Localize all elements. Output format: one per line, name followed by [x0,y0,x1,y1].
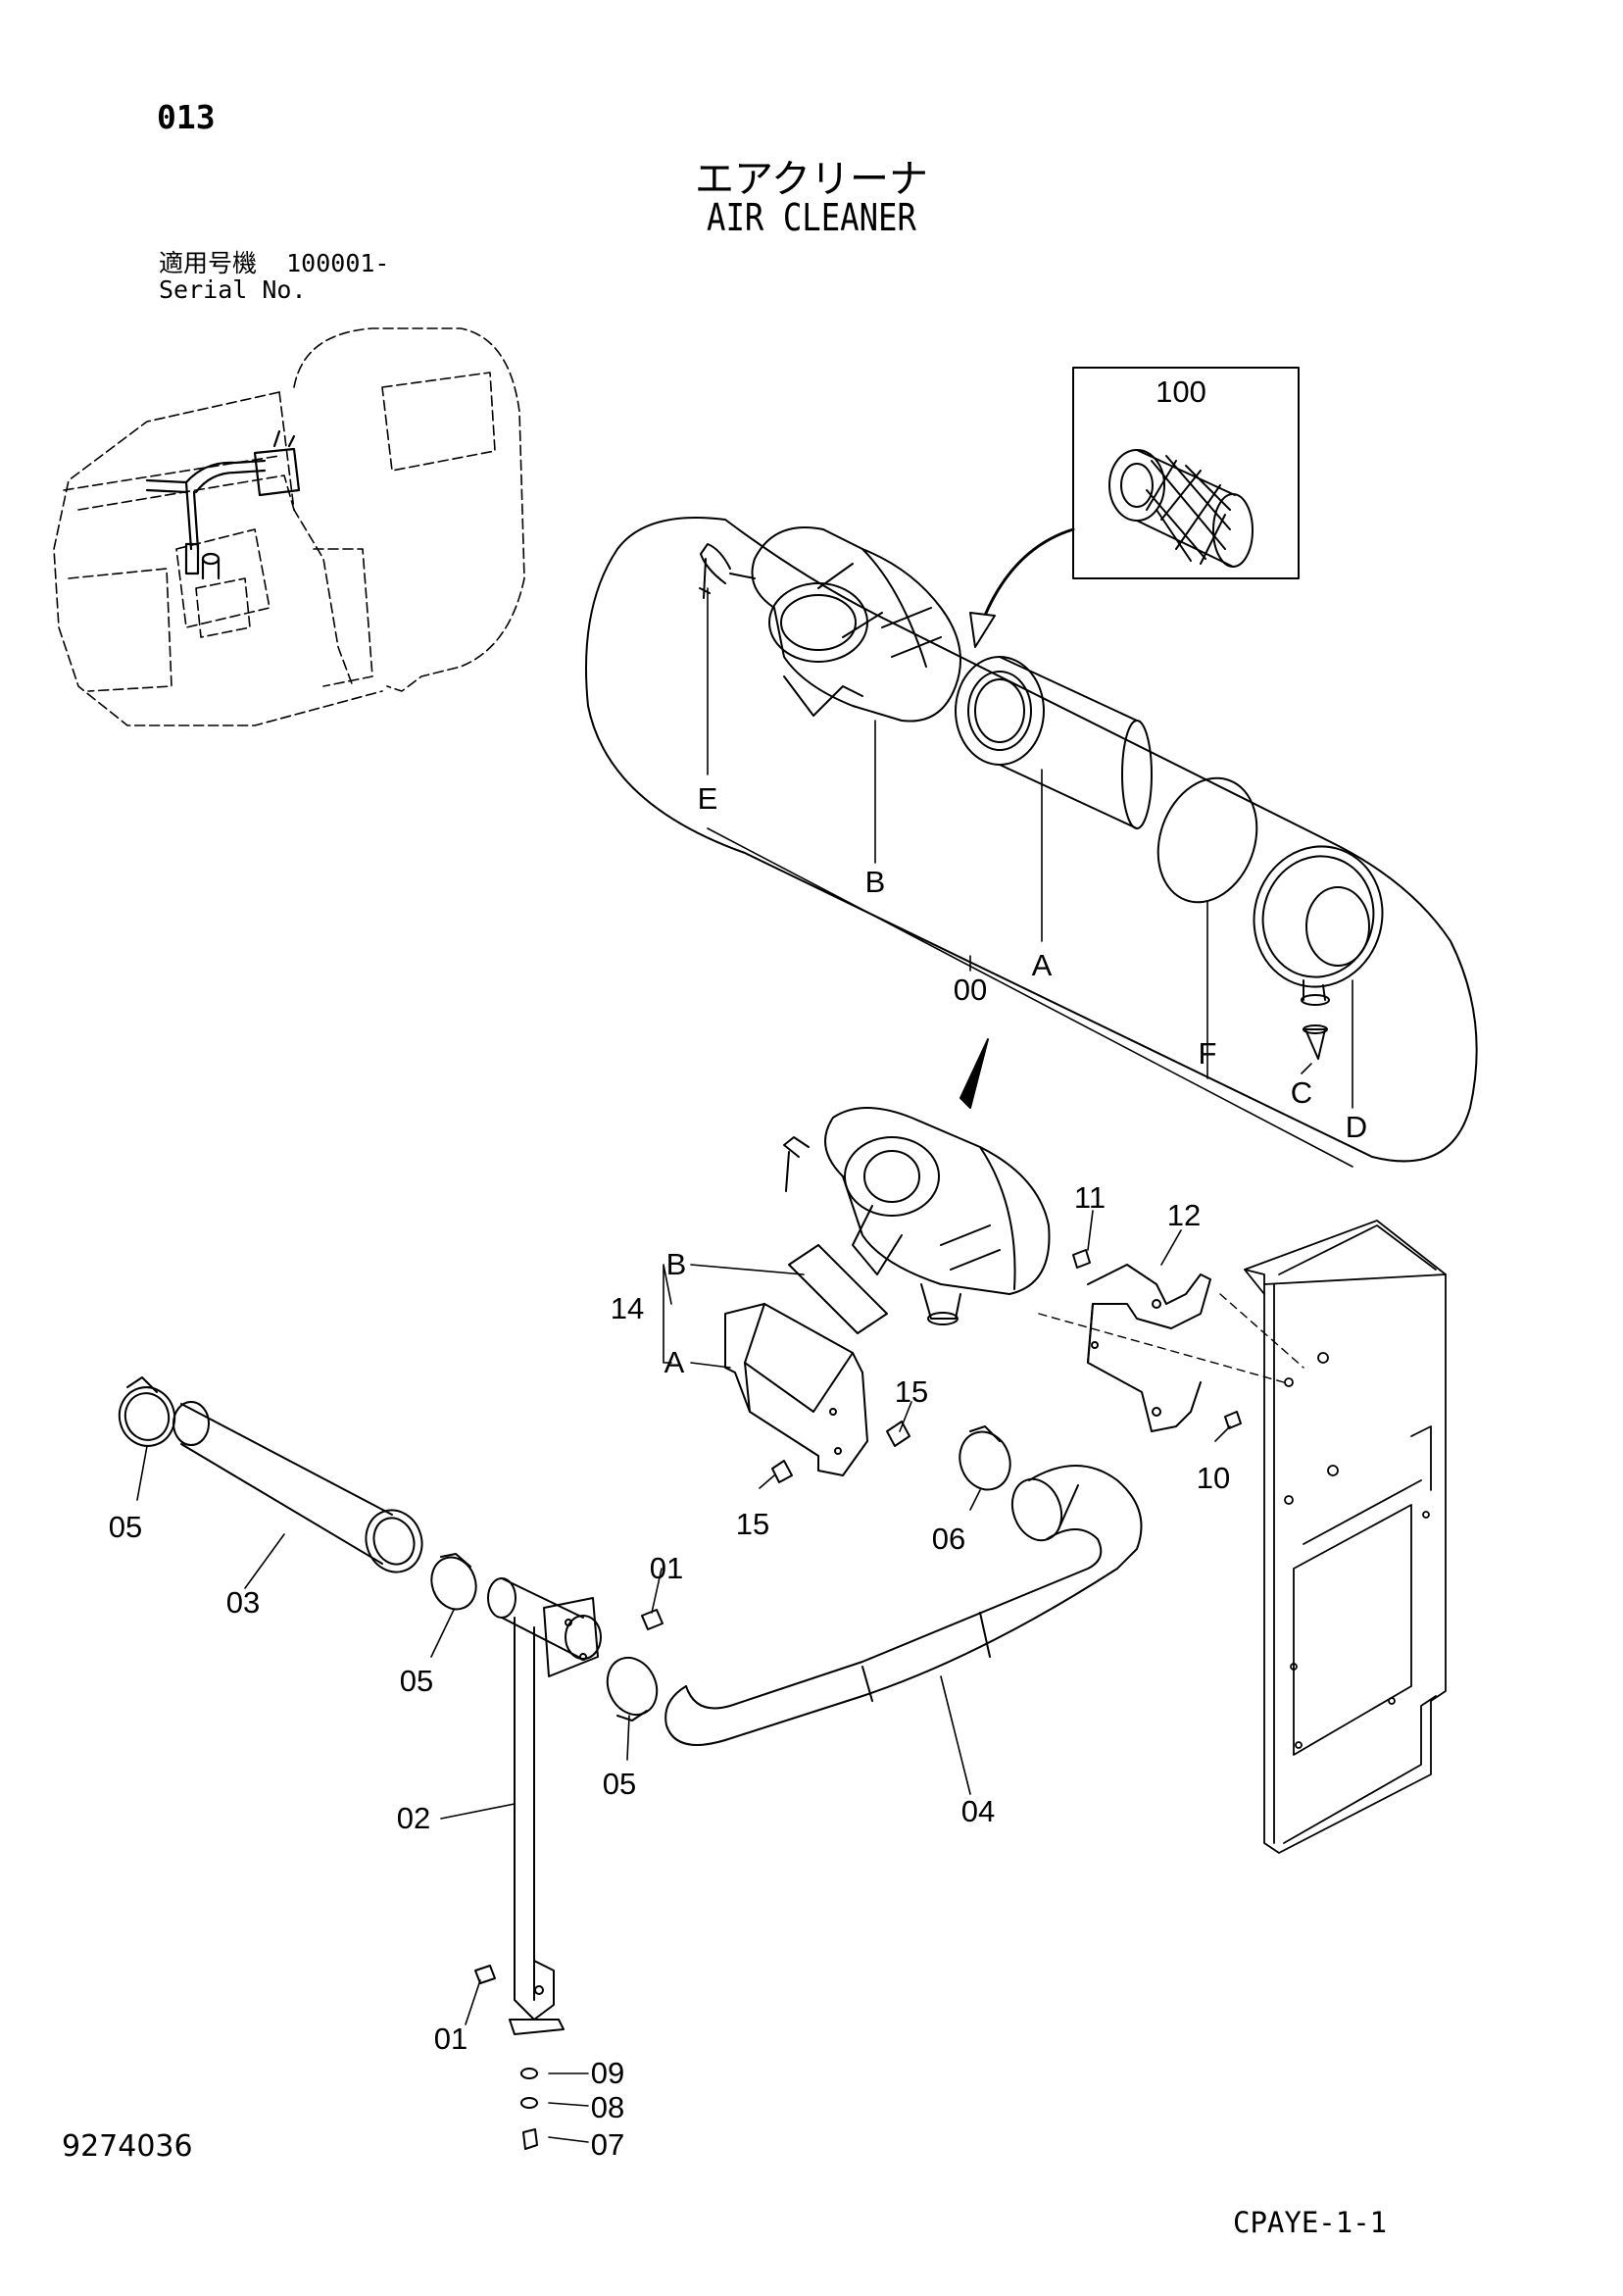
bolt-07 [522,2128,538,2150]
air-cleaner-body-b [699,526,961,723]
label-d: D [1346,1110,1367,1144]
bracket-14 [724,1244,888,1476]
label-12: 12 [1167,1198,1201,1232]
serial-label-ja: 適用号機 [159,249,258,277]
hose-clamp-05-top [118,1376,176,1447]
mounting-center-lines [1038,1293,1304,1383]
washer-09 [520,2068,538,2079]
label-15-lower: 15 [736,1507,769,1541]
hose-04 [664,1465,1143,1746]
bolt-11 [1072,1249,1091,1269]
label-03: 03 [226,1585,260,1620]
serial-value: 100001- [286,249,390,277]
exploded-view-outline [585,517,1478,1163]
serial-label-en: Serial No. [159,275,307,304]
label-01-upper: 01 [650,1551,683,1585]
stay-02 [487,1577,602,2035]
label-02: 02 [397,1801,430,1835]
label-01-lower: 01 [434,2021,467,2056]
label-14-a: A [664,1345,685,1379]
label-14-b: B [666,1247,687,1281]
inset-arrow [978,527,1075,629]
serial-block: 適用号機 100001- Serial No. [159,250,389,303]
label-a-oval: A [1032,948,1053,982]
air-cleaner-assembly [783,1107,1051,1325]
oval-leaders [707,587,1353,1168]
assembly-pointer [959,1038,989,1109]
machine-overview [53,327,525,726]
bracket-12 [1087,1264,1211,1432]
label-05-lower: 05 [603,1767,636,1801]
cover-d [1253,845,1384,1006]
safety-element-100 [1108,449,1254,568]
hose-clamp-05-middle [430,1553,477,1611]
label-00: 00 [954,973,987,1007]
title-english: AIR CLEANER [707,196,916,239]
assembly-leaders [136,1210,1231,2143]
lock-washer-08 [520,2097,538,2109]
hose-clamp-05-lower [606,1656,659,1722]
label-f: F [1199,1036,1217,1071]
label-04: 04 [961,1794,995,1828]
bolt-01-lower [474,1965,496,1984]
label-05-top: 05 [109,1510,142,1544]
label-14: 14 [611,1291,644,1325]
hose-03 [172,1401,423,1573]
evacuator-valve-c [1304,1028,1326,1060]
label-e: E [698,781,718,816]
label-100: 100 [1156,374,1206,409]
label-09: 09 [591,2056,624,2090]
callout-labels: 100 E B 00 A F C D 11 12 14 B A 15 15 10… [109,374,1367,2162]
label-10: 10 [1197,1461,1230,1495]
page-reference: CPAYE-1-1 [1233,2206,1388,2239]
bolt-15 [771,1421,910,1483]
main-element-a [955,656,1153,829]
drawing-number: 9274036 [62,2129,193,2164]
hose-clamp-06 [959,1425,1011,1491]
title-japanese: エアクリーナ [695,157,928,202]
mounting-panel [1244,1220,1447,1854]
label-15-upper: 15 [895,1374,928,1409]
label-08: 08 [591,2090,624,2124]
inner-element-inset [1072,367,1300,579]
serial-line-ja: 適用号機 100001- [159,250,389,276]
gasket-f [1156,776,1258,904]
label-11: 11 [1074,1180,1106,1215]
bolt-10 [1224,1411,1242,1429]
label-07: 07 [591,2127,624,2162]
air-duct-on-machine [145,429,301,580]
page-code: 013 [157,98,216,136]
label-05-middle: 05 [400,1664,433,1698]
label-c: C [1291,1075,1312,1110]
label-06: 06 [932,1522,965,1556]
label-b-oval: B [865,865,886,899]
